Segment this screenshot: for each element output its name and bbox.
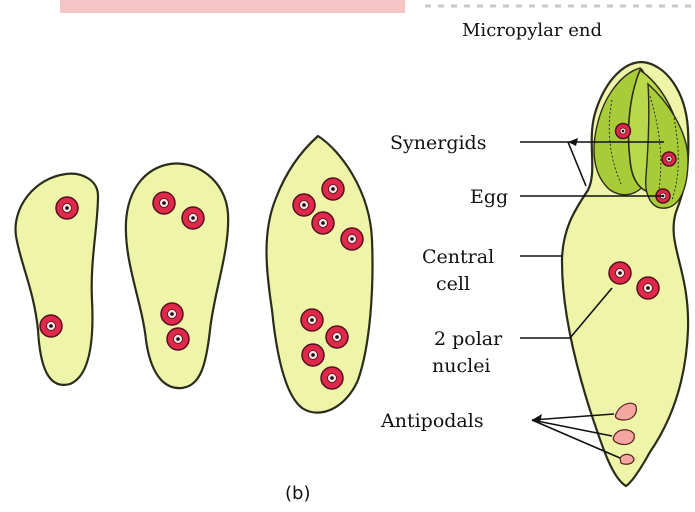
label-antipodals: Antipodals [380, 410, 484, 432]
nucleus [167, 328, 189, 350]
nucleus [56, 197, 78, 219]
synergids-leader [520, 142, 586, 186]
mature-embryo-sac [562, 62, 688, 486]
label-synergids: Synergids [390, 132, 486, 154]
nucleus [322, 178, 344, 200]
antipodal-cell [613, 430, 634, 445]
polar-nucleus [609, 262, 631, 284]
label-central: Central [422, 246, 494, 268]
nucleus [153, 192, 175, 214]
label-2-polar: 2 polar [434, 328, 503, 350]
sac-eight-nucleate [267, 136, 373, 413]
sac-four-nucleate [126, 163, 228, 388]
label-nuclei: nuclei [432, 355, 491, 377]
nucleus [40, 315, 62, 337]
panel-label: (b) [285, 483, 310, 504]
label-cell: cell [436, 273, 470, 295]
top-banner-strip [60, 0, 405, 13]
antipodal-cell [620, 454, 634, 464]
sac-two-nucleate [16, 174, 98, 385]
polar-nucleus [637, 277, 659, 299]
nucleus [321, 367, 343, 389]
nucleus [302, 344, 324, 366]
nucleus [293, 194, 315, 216]
nucleus [161, 303, 183, 325]
synergid-nucleus [616, 124, 631, 139]
nucleus [341, 228, 363, 250]
label-egg: Egg [470, 186, 508, 208]
nucleus [326, 326, 348, 348]
label-micropylar-end: Micropylar end [462, 20, 602, 41]
nucleus [182, 207, 204, 229]
synergid-nucleus [662, 152, 676, 166]
nucleus [312, 212, 334, 234]
nucleus [301, 309, 323, 331]
